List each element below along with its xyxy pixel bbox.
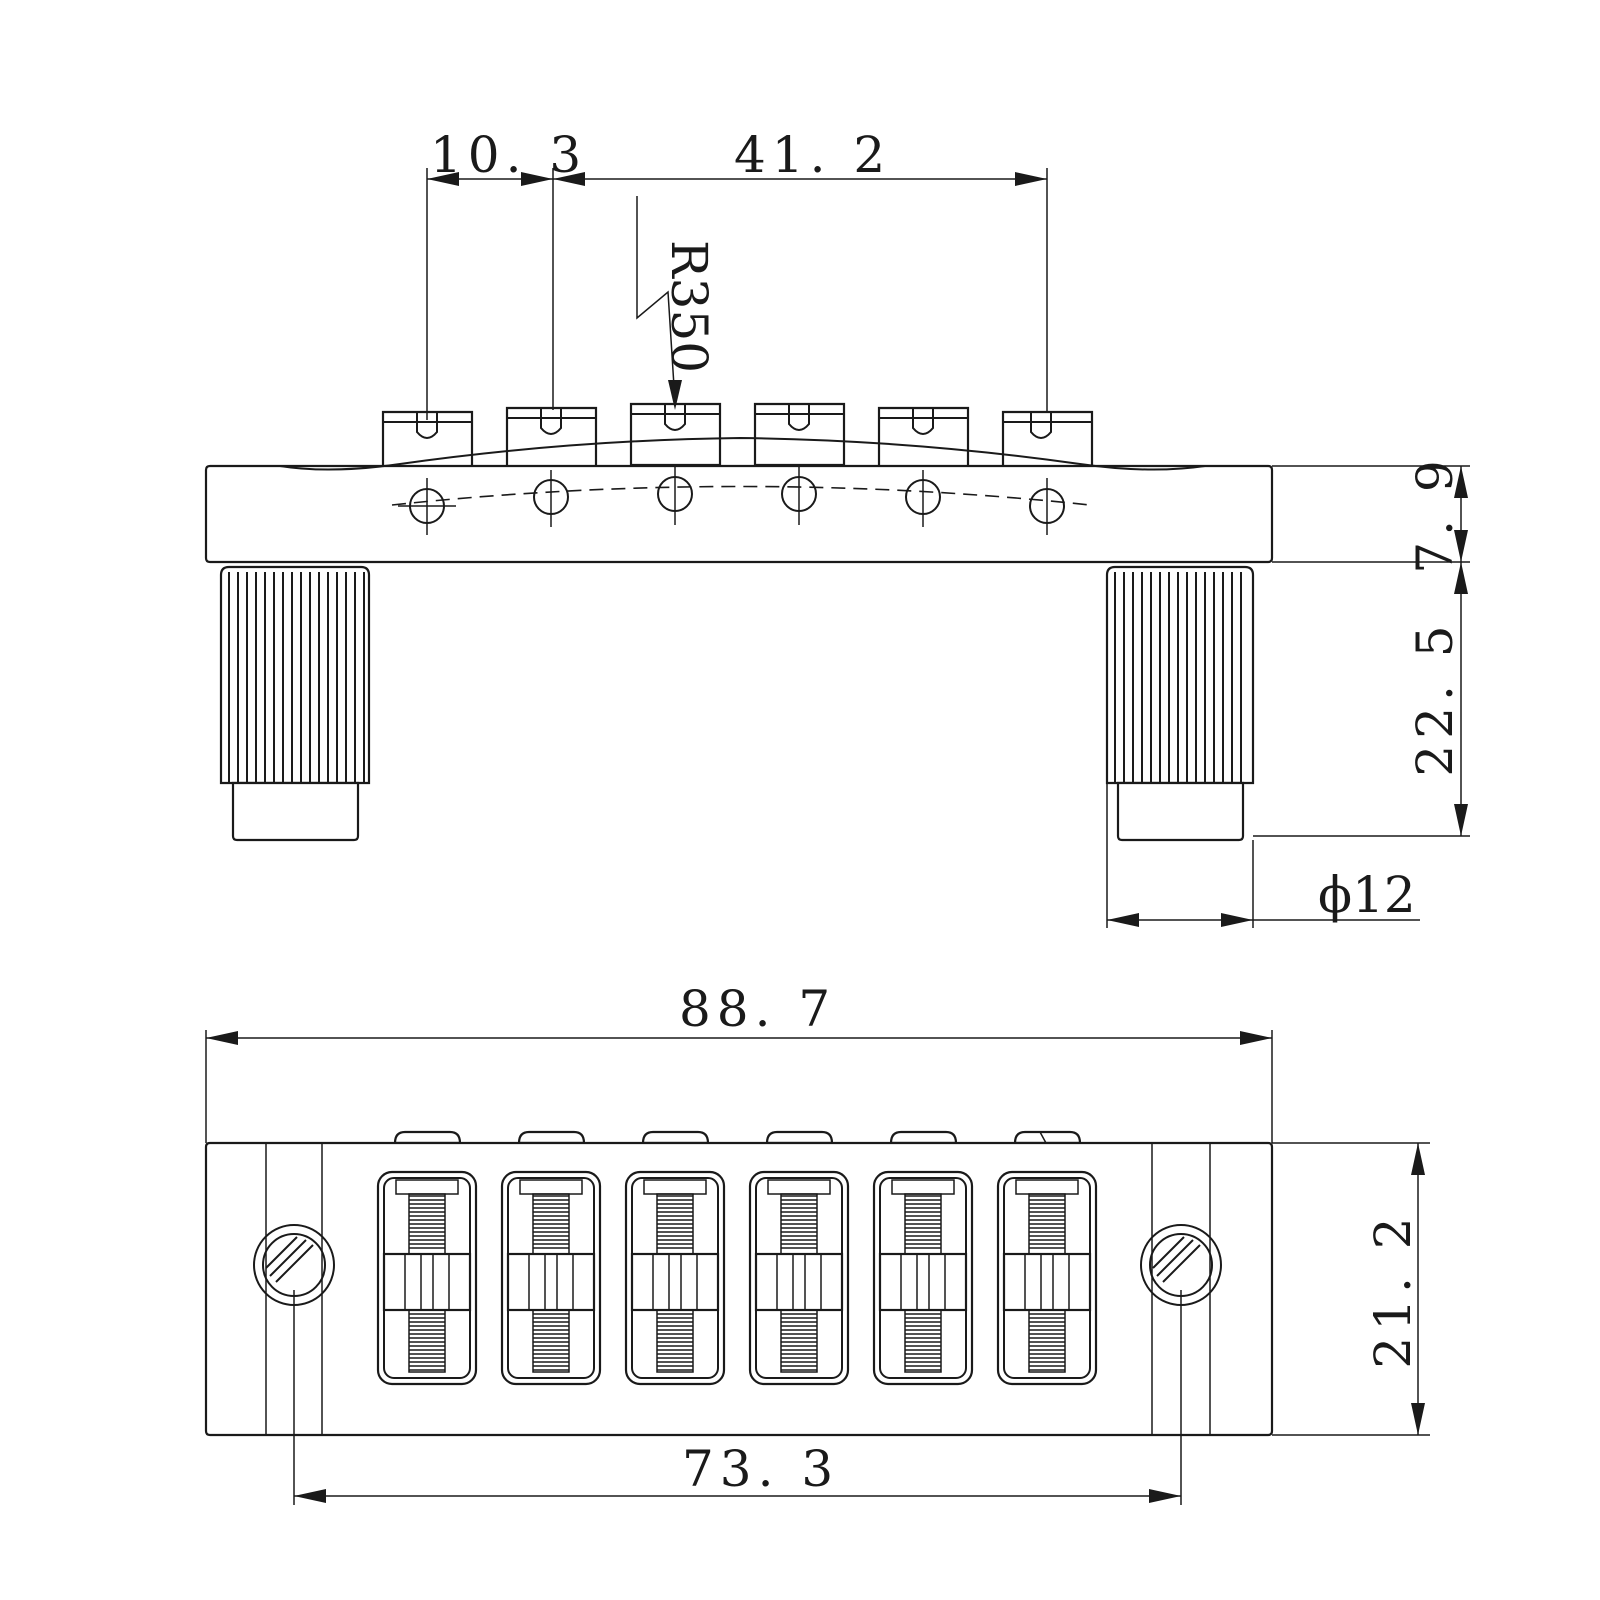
top-view: 88. 7 73. 3 21. 2 — [204, 980, 1430, 1505]
intonation-holes — [398, 466, 1065, 535]
saddle-top-4 — [748, 1170, 850, 1386]
dim-post-diameter: ϕ12 — [1106, 783, 1420, 928]
dim-stud-spacing: 73. 3 — [293, 1290, 1182, 1505]
dim-saddle-spacing: 10. 3 41. 2 — [426, 126, 1048, 420]
saddle-side-2 — [505, 406, 598, 470]
saddle-top-6 — [996, 1170, 1098, 1386]
dim-label-body-width: 21. 2 — [1364, 1211, 1422, 1368]
radius-arc — [391, 485, 1091, 506]
saddle-top-3 — [624, 1170, 726, 1386]
dim-label-radius: R350 — [660, 240, 718, 373]
dim-body-width: 21. 2 — [1272, 1142, 1430, 1436]
post-right-side — [1105, 565, 1255, 842]
bridge-body-side — [204, 436, 1274, 564]
saddle-side-1 — [381, 410, 474, 474]
post-left-side — [219, 565, 371, 842]
saddle-side-4 — [753, 402, 846, 467]
dim-label-post-height: 22. 5 — [1406, 619, 1464, 776]
bridge-body-top — [204, 1141, 1274, 1437]
saddle-pockets-top — [376, 1170, 1098, 1386]
dim-label-saddle-span: 41. 2 — [734, 126, 891, 184]
saddle-top-5 — [872, 1170, 974, 1386]
dim-label-body-height: 7. 9 — [1406, 454, 1464, 573]
saddle-top-1 — [376, 1170, 478, 1386]
dim-label-post-diameter: ϕ12 — [1318, 866, 1416, 924]
dim-label-overall-length: 88. 7 — [679, 980, 836, 1038]
saddle-side-3 — [629, 402, 722, 467]
saddle-side-5 — [877, 406, 970, 470]
dim-label-saddle-offset: 10. 3 — [430, 126, 587, 184]
side-view: 10. 3 41. 2 R350 7. 9 22. 5 — [204, 126, 1470, 928]
dim-heights: 7. 9 22. 5 — [1253, 454, 1470, 837]
dim-label-stud-spacing: 73. 3 — [682, 1440, 839, 1498]
saddle-tabs-top — [393, 1130, 1082, 1145]
dim-radius: R350 — [636, 196, 718, 410]
dim-overall-length: 88. 7 — [205, 980, 1273, 1143]
saddle-top-2 — [500, 1170, 602, 1386]
